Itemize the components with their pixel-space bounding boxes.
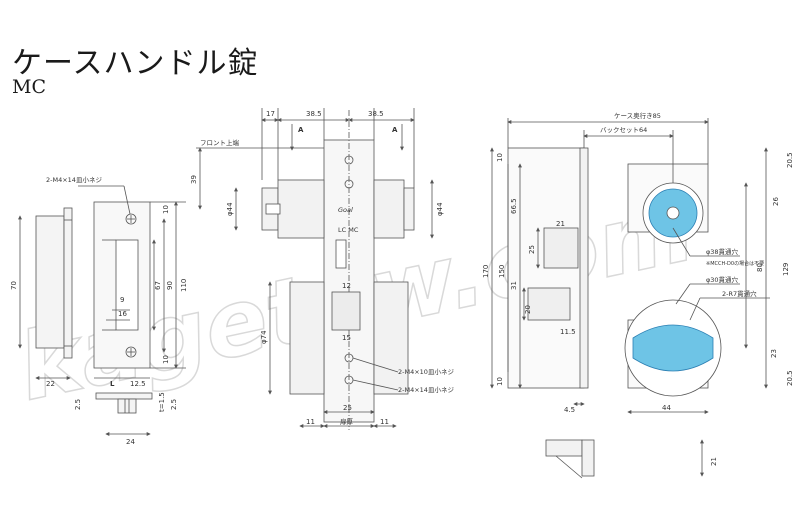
dim-right-25: 25 (528, 245, 536, 254)
page-title: ケースハンドル錠 (12, 46, 259, 81)
dim-right-26: 26 (772, 197, 780, 206)
dim-mid-11b: 11 (380, 418, 389, 426)
section-a-left: A (298, 126, 304, 134)
dim-left-2-5b: 2.5 (170, 399, 178, 410)
stamp-mark: LC MC (338, 226, 359, 234)
middle-screw-label-1: 2-M4×10皿小ネジ (398, 367, 454, 376)
dim-left-90: 90 (166, 281, 174, 290)
dim-right-10b: 10 (496, 377, 504, 386)
dim-left-2-5a: 2.5 (74, 399, 82, 410)
section-a-right: A (392, 126, 398, 134)
hole-r7-label: 2-R7貫通穴 (722, 289, 757, 298)
dim-mid-11a: 11 (306, 418, 315, 426)
model-code: MC (12, 76, 46, 98)
dim-right-129: 129 (782, 263, 790, 276)
front-top-label: フロント上端 (200, 138, 240, 147)
dim-left-110: 110 (180, 279, 188, 292)
dim-mid-38-5a: 38.5 (306, 110, 322, 118)
case-depth-label: ケース奥行き85 (614, 111, 661, 120)
dim-mid-15: 15 (342, 334, 351, 342)
dim-right-66-5: 66.5 (510, 198, 518, 214)
dim-right-11-5: 11.5 (560, 328, 576, 336)
dim-left-t1-5: t=1.5 (158, 392, 166, 412)
middle-view (196, 108, 434, 430)
dim-right-23: 23 (770, 349, 778, 358)
door-thickness-label: 扉厚 (340, 417, 354, 426)
dim-mid-phi44b: φ44 (436, 202, 444, 216)
dim-mid-39: 39 (190, 175, 198, 184)
dim-mid-phi44a: φ44 (226, 202, 234, 216)
dim-mid-38-5b: 38.5 (368, 110, 384, 118)
dim-mid-phi74: φ74 (260, 330, 268, 344)
backset-label: バックセット64 (600, 126, 647, 134)
dim-right-4-5: 4.5 (564, 406, 575, 414)
left-view (18, 185, 186, 436)
dim-left-L: L (110, 380, 115, 388)
dim-mid-25: 25 (343, 404, 352, 412)
hole-38-label: φ38貫通穴 (706, 247, 739, 256)
dim-right-20: 20 (524, 305, 532, 314)
dim-right-44: 44 (662, 404, 671, 412)
dim-right-20-5a: 20.5 (786, 152, 794, 168)
brand-mark: Goal (338, 206, 353, 214)
dim-left-24: 24 (126, 438, 135, 446)
dim-right-80: 80 (756, 263, 764, 272)
dim-left-12-5: 12.5 (130, 380, 146, 388)
dim-left-10a: 10 (162, 205, 170, 214)
dim-left-22: 22 (46, 380, 55, 388)
dim-right-21a: 21 (556, 220, 565, 228)
dim-left-10b: 10 (162, 355, 170, 364)
dim-right-150: 150 (498, 265, 506, 278)
dim-mid-17: 17 (266, 110, 275, 118)
dim-right-21b: 21 (710, 457, 718, 466)
hole-30-label: φ30貫通穴 (706, 275, 739, 284)
hole-38-note: ※MCCH-D0の場合は不要 (706, 260, 764, 267)
dim-left-67: 67 (154, 281, 162, 290)
dim-right-20-5b: 20.5 (786, 370, 794, 386)
right-view (490, 118, 770, 479)
dim-right-10a: 10 (496, 153, 504, 162)
middle-screw-label-2: 2-M4×14皿小ネジ (398, 385, 454, 394)
left-screw-label: 2-M4×14皿小ネジ (46, 175, 102, 184)
dim-mid-12: 12 (342, 282, 351, 290)
dim-left-9: 9 (120, 296, 124, 304)
dim-left-16: 16 (118, 310, 127, 318)
dim-left-70: 70 (10, 281, 18, 290)
dim-right-170: 170 (482, 265, 490, 278)
dim-right-31: 31 (510, 281, 518, 290)
